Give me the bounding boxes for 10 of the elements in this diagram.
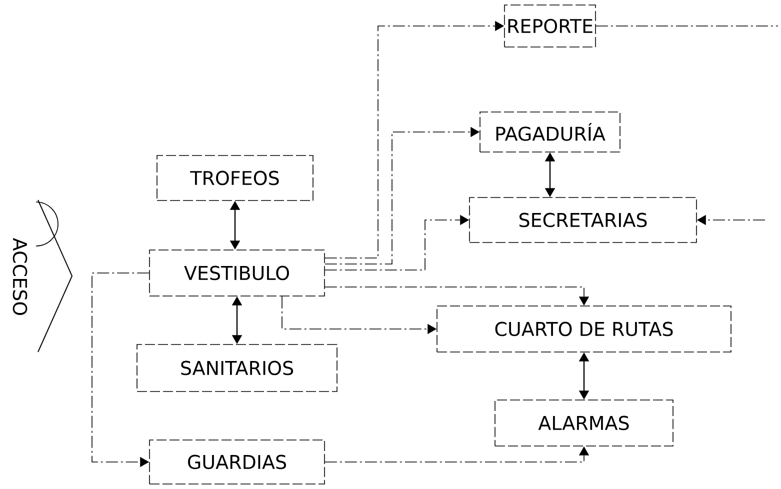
room-box: PAGADURÍA — [480, 112, 620, 152]
room-box: TROFEOS — [156, 155, 314, 201]
room-box: GUARDIAS — [149, 440, 325, 484]
room-box: SECRETARIAS — [469, 197, 697, 243]
room-box: SANITARIOS — [136, 344, 338, 392]
room-box: VESTIBULO — [149, 250, 325, 296]
room-box: REPORTE — [504, 4, 596, 48]
entrance-chevron: ACCESO — [12, 200, 73, 352]
room-box: CUARTO DE RUTAS — [436, 306, 732, 352]
room-box: ALARMAS — [494, 400, 674, 446]
